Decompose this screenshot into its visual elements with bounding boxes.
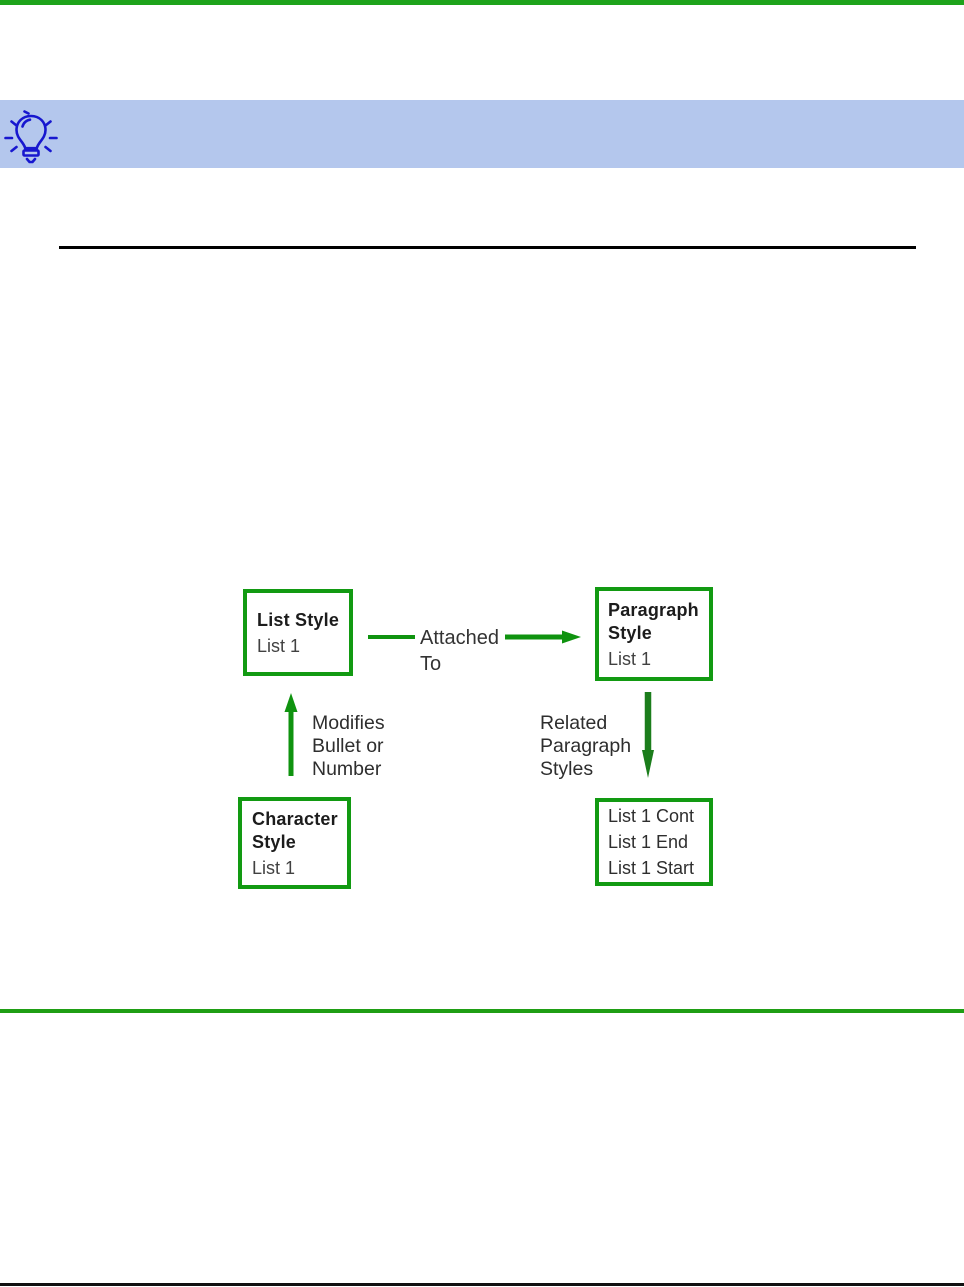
modifies-arrow-up-icon (283, 693, 299, 781)
list-style-box-title: List Style (257, 609, 340, 630)
list-style-box: List Style List 1 (243, 589, 353, 676)
section-divider-rule (59, 246, 916, 249)
attached-to-arrow-icon (505, 630, 581, 649)
attached-to-connector-line (368, 635, 415, 639)
tip-banner (0, 100, 964, 168)
character-style-box: Character Style List 1 (238, 797, 351, 889)
paragraph-style-box: Paragraph Style List 1 (595, 587, 713, 681)
character-style-box-title: Character Style (252, 808, 338, 852)
related-paragraph-styles-label: Related Paragraph Styles (540, 712, 632, 780)
related-paragraph-styles-box: List 1 Cont List 1 End List 1 Start (595, 798, 713, 886)
list-style-box-subtitle: List 1 (257, 635, 301, 656)
lightbulb-tip-icon (3, 109, 59, 165)
top-border-bar (0, 0, 964, 5)
character-style-box-subtitle: List 1 (252, 857, 296, 878)
modifies-bullet-label: Modifies Bullet or Number (312, 712, 385, 780)
list-styles-diagram: List Style List 1 Paragraph Style List 1… (232, 580, 724, 896)
related-paragraph-styles-list: List 1 Cont List 1 End List 1 Start (608, 806, 695, 878)
paragraph-style-box-title: Paragraph Style (608, 599, 699, 643)
paragraph-style-box-subtitle: List 1 (608, 648, 652, 669)
related-styles-arrow-down-icon (640, 692, 656, 783)
attached-to-label: Attached To (420, 627, 499, 675)
page-bottom-rule (0, 1283, 964, 1286)
green-divider-rule (0, 1009, 964, 1013)
